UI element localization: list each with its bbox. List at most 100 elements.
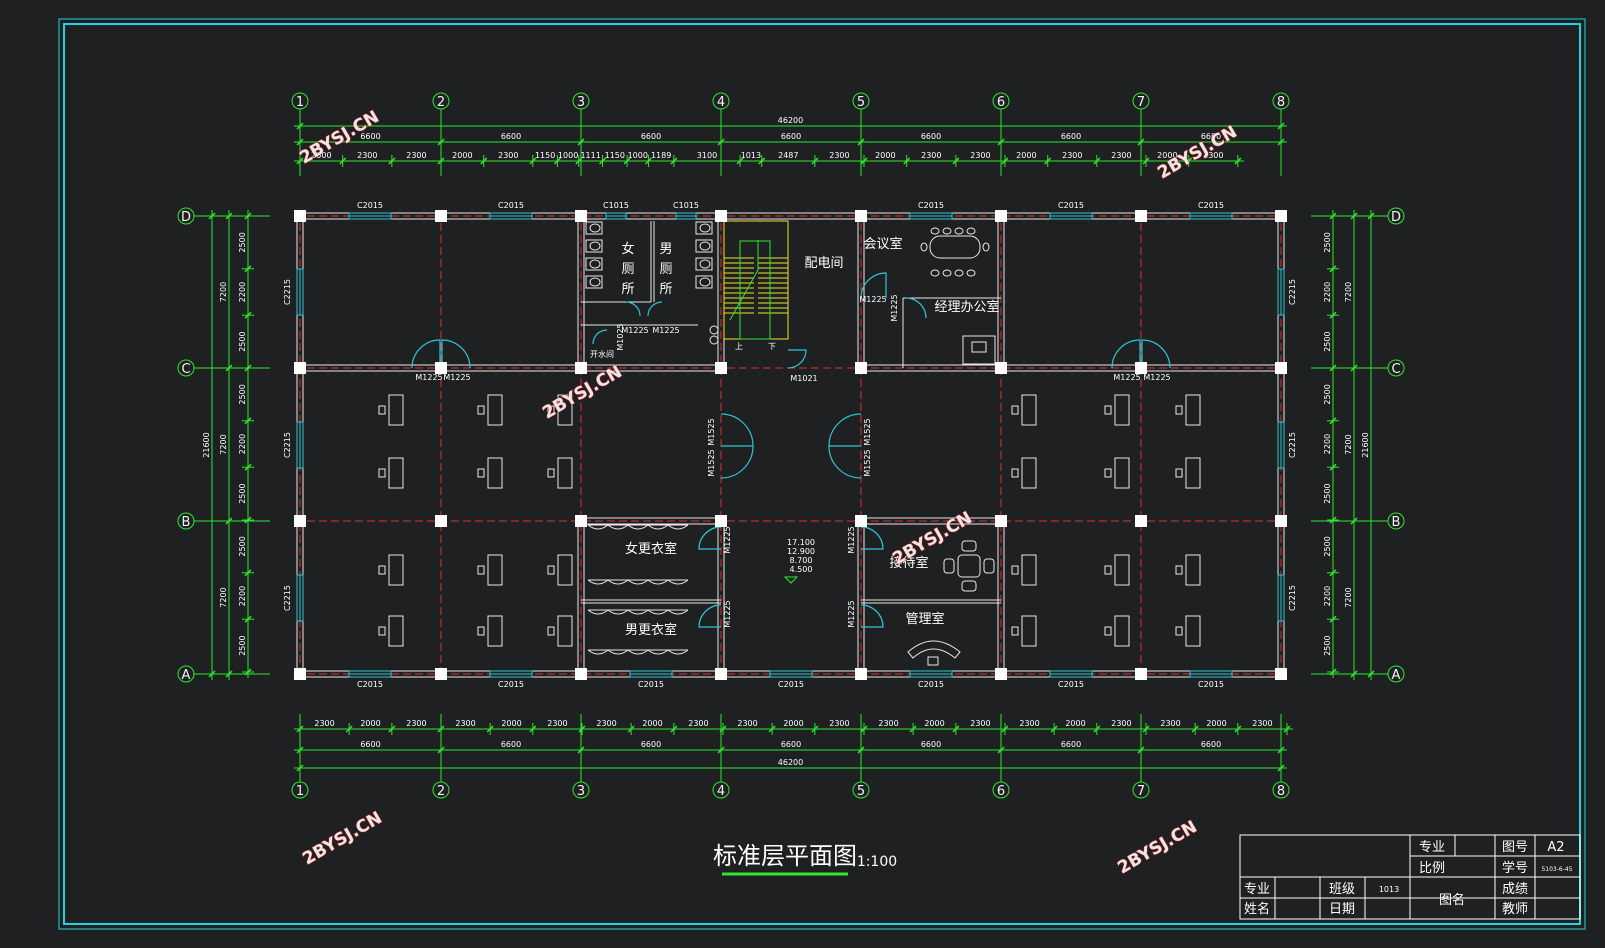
window-left-label-3: C2215: [283, 585, 292, 611]
dim-top-detail-label: 1000: [628, 151, 648, 160]
drawing-scale: 1:100: [857, 854, 897, 870]
locker-bench-4: [627, 649, 649, 655]
column-8-B: [1275, 515, 1287, 527]
axis-label-row-D: D: [181, 210, 191, 225]
title-block: [1239, 834, 1581, 920]
window-top-label-2: C2015: [498, 201, 524, 210]
dim-top-detail-label: 2487: [778, 151, 798, 160]
dim-right-detail-label: 2500: [1323, 331, 1332, 351]
door-office-left-a: [411, 339, 441, 369]
dim-top-detail-label: 1150: [535, 151, 555, 160]
stair-up-label: 上: [735, 342, 743, 351]
dim-left-bays-label: 7200: [219, 282, 228, 302]
tb-name: 姓名: [1244, 901, 1270, 917]
wc-men-toilet-1-bowl: [699, 223, 711, 233]
elevation-4: 4.500: [790, 565, 813, 574]
window-top-label-4: C1015: [673, 201, 699, 210]
tb-drawing-name: 图名: [1439, 892, 1465, 908]
axis-label-col-1: 1: [296, 95, 304, 110]
dim-bottom-bays-label: 6600: [1201, 740, 1221, 749]
dim-left-detail-label: 2500: [238, 635, 247, 655]
column-3-A: [575, 668, 587, 680]
axis-label-col-3: 3: [577, 784, 585, 799]
meeting-chair-bottom-4: [966, 269, 976, 277]
column-6-A: [995, 668, 1007, 680]
window-left-label-2: C2215: [283, 432, 292, 458]
door-tag-4: M1225: [1143, 373, 1170, 382]
desk-19: [1021, 554, 1037, 586]
column-1-D: [294, 210, 306, 222]
door-office-left-b: [441, 339, 471, 369]
window-top-label-5: C2015: [918, 201, 944, 210]
door-tag-1: M1225: [415, 373, 442, 382]
dim-top-detail-label: 1000: [558, 151, 578, 160]
dim-bottom-detail-label: 2300: [688, 719, 708, 728]
desk-23: [1114, 615, 1130, 647]
desk-7-chair: [378, 565, 386, 575]
dim-top-detail-label: 2000: [452, 151, 472, 160]
column-1-B: [294, 515, 306, 527]
wc-men-toilet-2-bowl: [699, 241, 711, 251]
column-7-A: [1135, 668, 1147, 680]
womens-wc-label-1: 女: [621, 241, 634, 257]
wc-basin-1: [709, 325, 719, 335]
dim-top-detail-label: 2300: [406, 151, 426, 160]
locker-bench-3: [647, 609, 669, 615]
column-2-C: [435, 362, 447, 374]
tb-student-no: 学号: [1502, 860, 1528, 876]
locker-bench-3: [587, 609, 609, 615]
tb-class: 班级: [1329, 882, 1355, 897]
window-top-label-6: C2015: [1058, 201, 1084, 210]
desk-4-chair: [378, 468, 386, 478]
axis-label-col-6: 6: [997, 784, 1005, 799]
desk-18: [1185, 457, 1201, 489]
reception-table: [957, 554, 981, 578]
dim-top-detail-label: 3100: [697, 151, 717, 160]
dim-top-detail-label: 2000: [875, 151, 895, 160]
desk-10-chair: [378, 626, 386, 636]
locker-bench-2: [647, 579, 669, 585]
meeting-room-label: 会议室: [863, 236, 902, 252]
desk-12: [557, 615, 573, 647]
windows: [296, 212, 1285, 678]
axis-label-row-A: A: [182, 668, 191, 683]
dim-top-detail-label: 1189: [651, 151, 671, 160]
column-7-C: [1135, 362, 1147, 374]
manager-office-label: 经理办公室: [934, 299, 999, 315]
door-tag-18: M1025: [616, 323, 625, 350]
door-tag-10: M1525: [707, 418, 716, 445]
mens-wc-label-3: 所: [659, 282, 672, 297]
column-3-D: [575, 210, 587, 222]
tb-scale-label: 比例: [1419, 861, 1445, 876]
column-7-D: [1135, 210, 1147, 222]
column-8-D: [1275, 210, 1287, 222]
stair-down-label: 下: [768, 342, 776, 351]
columns: [294, 210, 1287, 680]
dim-right-detail-label: 2500: [1323, 536, 1332, 556]
desk-11-chair: [477, 626, 485, 636]
desk-9-chair: [547, 565, 555, 575]
dim-bottom-detail-label: 2000: [642, 719, 662, 728]
wc-women-toilet-3: [585, 257, 603, 271]
manager-chair: [971, 341, 987, 353]
door-office-right-a: [1111, 339, 1141, 369]
desk-3: [557, 394, 573, 426]
dim-bottom-detail-label: 2300: [596, 719, 616, 728]
dim-bottom-detail-label: 2000: [924, 719, 944, 728]
dim-right-detail-label: 2500: [1323, 232, 1332, 252]
desk-1: [388, 394, 404, 426]
window-bottom-label-1: C2015: [357, 680, 383, 689]
desk-17-chair: [1104, 468, 1112, 478]
dim-left-detail-label: 2200: [238, 586, 247, 606]
axis-label-row-A: A: [1392, 668, 1401, 683]
door-m1525-left-b: [720, 445, 754, 479]
wc-men-toilet-1: [695, 221, 713, 235]
tb-teacher: 教师: [1502, 901, 1528, 917]
axis-label-col-1: 1: [296, 784, 304, 799]
wc-women-toilet-1: [585, 221, 603, 235]
column-6-B: [995, 515, 1007, 527]
elevation-1: 17.100: [787, 538, 815, 547]
locker-bench-2: [667, 579, 689, 585]
